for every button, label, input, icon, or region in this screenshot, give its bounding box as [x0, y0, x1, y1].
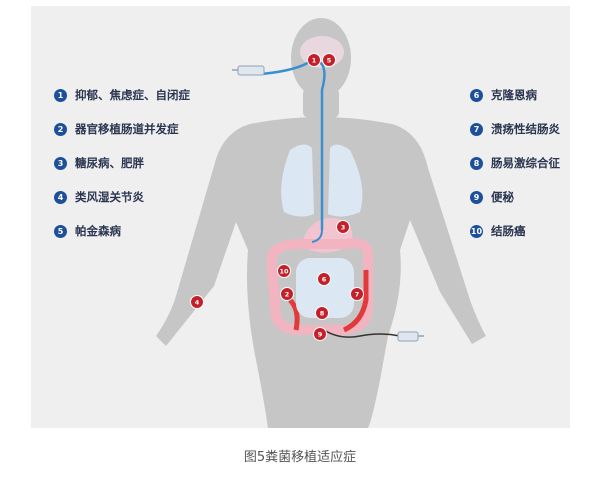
body-marker: 5 [322, 53, 336, 67]
number-badge: 8 [470, 156, 483, 170]
body-marker-label: 10 [279, 267, 289, 275]
body-marker: 3 [336, 220, 350, 234]
indication-label: 器官移植肠道并发症 [75, 122, 179, 136]
body-marker: 9 [313, 327, 327, 341]
body-marker: 6 [317, 272, 331, 286]
body-marker: 4 [190, 295, 204, 309]
body-marker-label: 2 [285, 290, 290, 298]
number-badge: 5 [54, 224, 67, 238]
body-marker-label: 1 [312, 56, 317, 64]
indication-item: 8 肠易激综合征 [470, 154, 560, 172]
indication-label: 帕金森病 [75, 224, 121, 238]
indication-label: 克隆恩病 [491, 88, 537, 102]
indication-item: 1 抑郁、焦虑症、自闭症 [54, 86, 190, 104]
syringe-bottom [397, 331, 424, 342]
indication-label: 便秘 [491, 190, 514, 204]
indication-item: 3 糖尿病、肥胖 [54, 154, 144, 172]
body-marker-label: 9 [318, 330, 323, 338]
syringe-top [232, 65, 265, 76]
body-marker-label: 3 [341, 223, 346, 231]
indication-label: 抑郁、焦虑症、自闭症 [75, 88, 190, 102]
indication-label: 溃疡性结肠炎 [491, 122, 560, 136]
colon [266, 238, 373, 335]
number-badge: 7 [470, 122, 483, 136]
indication-item: 9 便秘 [470, 188, 514, 206]
indication-label: 肠易激综合征 [491, 156, 560, 170]
body-marker-label: 7 [355, 290, 360, 298]
number-badge: 2 [54, 122, 67, 136]
body-markers: 1 5 3 10 6 2 7 8 9 4 [190, 53, 364, 341]
body-marker: 8 [315, 306, 329, 320]
body-marker: 2 [280, 287, 294, 301]
indication-label: 糖尿病、肥胖 [75, 156, 144, 170]
indication-item: 5 帕金森病 [54, 222, 121, 240]
body-marker-label: 6 [322, 275, 327, 283]
body-marker: 7 [350, 287, 364, 301]
lungs [281, 144, 363, 217]
indication-item: 10 结肠癌 [470, 222, 526, 240]
body-marker: 1 [307, 53, 321, 67]
number-badge: 10 [470, 224, 483, 238]
small-intestine [296, 258, 354, 318]
number-badge: 3 [54, 156, 67, 170]
number-badge: 1 [54, 88, 67, 102]
inflamed-colon [288, 270, 369, 333]
number-badge: 6 [470, 88, 483, 102]
number-badge: 9 [470, 190, 483, 204]
indication-label: 结肠癌 [491, 224, 526, 238]
body-marker-label: 5 [327, 56, 332, 64]
indication-item: 4 类风湿关节炎 [54, 188, 144, 206]
indication-item: 7 溃疡性结肠炎 [470, 120, 560, 138]
indication-item: 2 器官移植肠道并发症 [54, 120, 179, 138]
body-marker: 10 [277, 264, 291, 278]
body-marker-label: 8 [320, 309, 325, 317]
indication-item: 6 克隆恩病 [470, 86, 537, 104]
indication-label: 类风湿关节炎 [75, 190, 144, 204]
body-marker-label: 4 [195, 298, 200, 306]
number-badge: 4 [54, 190, 67, 204]
figure-caption: 图5粪菌移植适应症 [243, 450, 357, 465]
